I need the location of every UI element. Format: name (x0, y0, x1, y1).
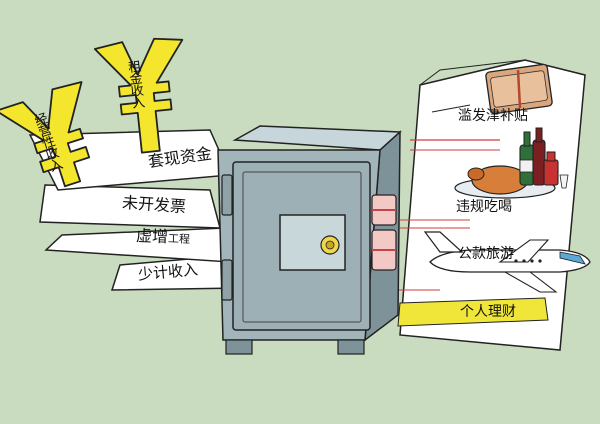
cash-bundle-icon (485, 63, 553, 115)
yen-sign-icon (93, 37, 184, 154)
safe-icon (217, 125, 402, 355)
spending-label-chihe: 违规吃喝 (456, 199, 512, 215)
spending-label-jintie: 滥发津补贴 (458, 108, 528, 124)
income-label-xuzeng: 虚增工程 (135, 226, 191, 247)
highlight-marker-icon (397, 297, 549, 327)
income-label-xuzeng-main: 虚增 (135, 226, 169, 247)
income-label-xuzeng-small: 工程 (167, 232, 191, 246)
cash-bundle-icon (371, 194, 397, 271)
yen-sign-icon (0, 81, 91, 188)
airplane-icon (423, 231, 591, 293)
banquet-icon (454, 127, 569, 199)
income-label-weikai: 未开发票 (121, 192, 187, 217)
spending-label-licai: 个人理财 (460, 304, 516, 320)
spending-label-lvyou: 公款旅游 (458, 246, 514, 262)
